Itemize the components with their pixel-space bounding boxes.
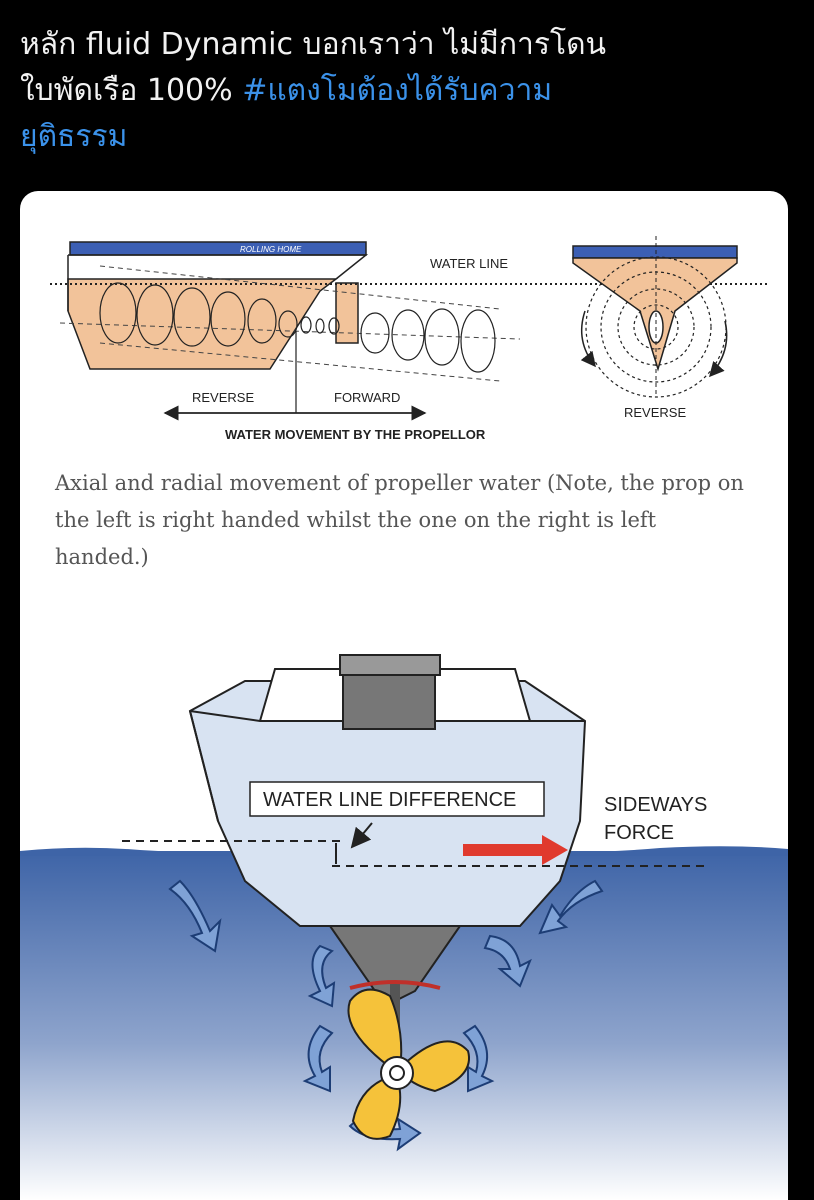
reverse-label-right: REVERSE: [624, 405, 686, 420]
hashtag-link[interactable]: #แตงโมต้องได้รับความ: [242, 73, 553, 108]
forward-label: FORWARD: [334, 390, 400, 405]
side-view-diagram: ROLLING HOME: [50, 241, 770, 442]
hashtag-link-continued[interactable]: ยุติธรรม: [20, 119, 128, 154]
reverse-label-left: REVERSE: [192, 390, 254, 405]
truncated-previous-line: [18, 0, 778, 6]
sideways-force-arrow: [463, 835, 568, 865]
water-line-difference-label: WATER LINE DIFFERENCE: [263, 789, 516, 811]
diagram-caption: Axial and radial movement of propeller w…: [55, 471, 744, 569]
tweet-image-card[interactable]: ROLLING HOME: [20, 191, 788, 1200]
propeller-wash-loops: [99, 282, 496, 373]
tweet-text: หลัก fluid Dynamic บอกเราว่า ไม่มีการโดน…: [20, 22, 800, 160]
water-flow-arrows: [168, 879, 604, 1152]
propeller-diagram-image: ROLLING HOME: [20, 236, 788, 1200]
water-movement-title: WATER MOVEMENT BY THE PROPELLOR: [225, 427, 486, 442]
stern-view-diagram: REVERSE: [572, 236, 738, 420]
boat-name-label: ROLLING HOME: [240, 245, 302, 254]
tweet-line-1: หลัก fluid Dynamic บอกเราว่า ไม่มีการโดน: [20, 27, 607, 62]
propeller: [347, 988, 471, 1140]
deck-bar: [69, 241, 367, 256]
sideways-label-2: FORCE: [604, 822, 674, 844]
water-line-difference-box: [249, 781, 545, 817]
tweet-line-2-text: ใบพัดเรือ 100%: [20, 73, 233, 108]
rudder: [335, 282, 359, 344]
water-line-label: WATER LINE: [430, 256, 508, 271]
sideways-force-diagram: WATER LINE DIFFERENCE SIDEWAYS FORCE: [20, 654, 788, 1200]
skeg: [328, 925, 462, 1003]
sideways-label-1: SIDEWAYS: [604, 794, 707, 816]
wheelhouse: [342, 670, 436, 730]
tweet-line-2: ใบพัดเรือ 100% #แตงโมต้องได้รับความ: [20, 68, 800, 114]
